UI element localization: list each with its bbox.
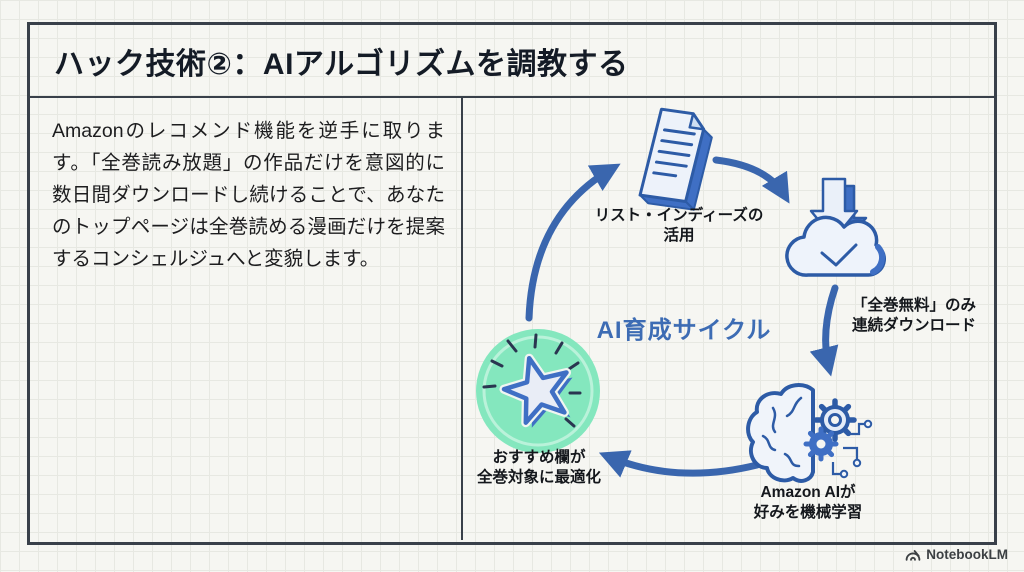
cycle-diagram: リスト・インディーズの 活用 「全巻無料」のみ 連続ダウンロード Amazon … (463, 98, 994, 540)
notebooklm-logo-icon (905, 549, 921, 561)
slide-header: ハック技術②：AIアルゴリズムを調教する (30, 25, 994, 98)
document-icon (638, 107, 713, 211)
arrow-star-to-document (525, 163, 621, 322)
slide-card: ハック技術②：AIアルゴリズムを調教する Amazonのレコメンド機能を逆手に取… (27, 22, 997, 545)
page-title: ハック技術②：AIアルゴリズムを調教する (54, 47, 629, 81)
arrow-cloud-to-brain (809, 284, 839, 377)
arrow-brain-to-star (598, 450, 761, 478)
sparkle-lines (482, 333, 582, 428)
step-label-optimized-recommendations: おすすめ欄が 全巻対象に最適化 (476, 449, 601, 486)
description-text: Amazonのレコメンド機能を逆手に取ります。「全巻読み放題」の作品だけを意図的… (52, 120, 445, 270)
step-label-list-indies: リスト・インディーズの 活用 (594, 207, 764, 244)
notebooklm-brand-text: NotebookLM (926, 547, 1008, 562)
cycle-graphic (476, 107, 886, 483)
step-label-machine-learning: Amazon AIが 好みを機械学習 (753, 484, 863, 521)
step-label-continuous-download: 「全巻無料」のみ 連続ダウンロード (851, 297, 976, 334)
cycle-center-label: AI育成サイクル (596, 317, 772, 344)
gear-solid (803, 426, 839, 462)
notebooklm-watermark: NotebookLM (905, 547, 1008, 562)
description-panel: Amazonのレコメンド機能を逆手に取ります。「全巻読み放題」の作品だけを意図的… (30, 98, 463, 540)
arrow-document-to-cloud (712, 156, 790, 204)
cycle-arrows (525, 156, 839, 478)
brain-gear-icon (746, 383, 873, 483)
cloud-download-icon (785, 177, 886, 277)
star-badge-icon (476, 329, 600, 453)
gear-outline (813, 398, 857, 442)
